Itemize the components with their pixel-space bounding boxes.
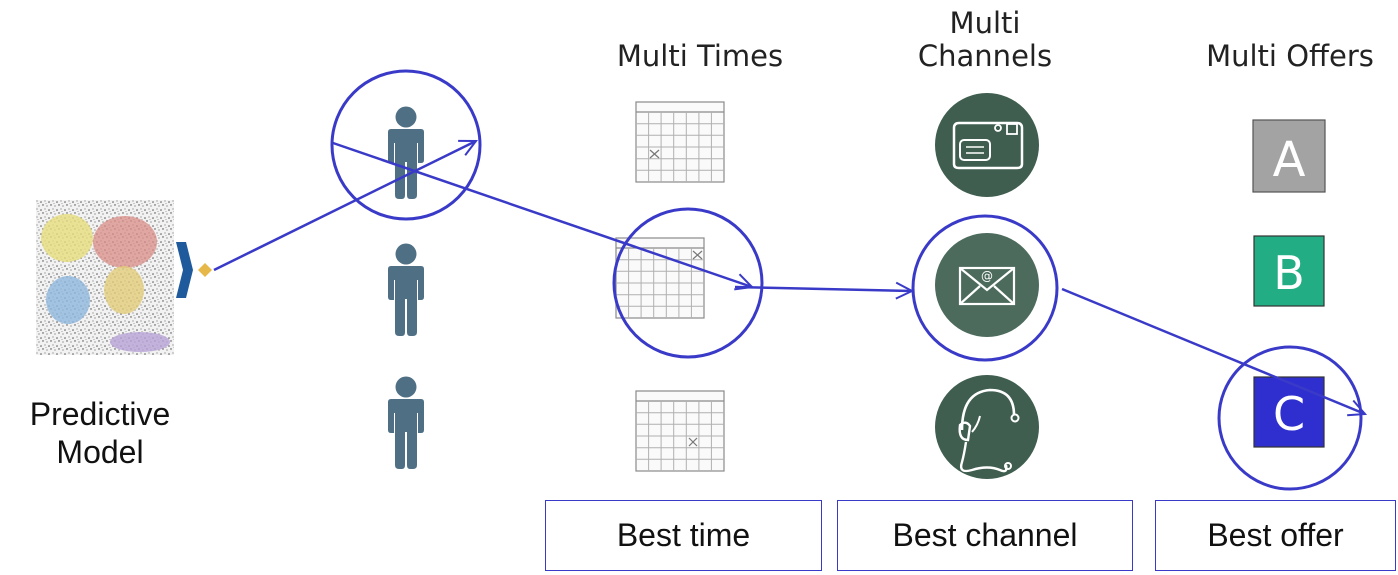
- offer-b-tile: B: [1253, 235, 1325, 307]
- channel-to-offer-arrow: [1061, 287, 1365, 414]
- multi-offers-header: Multi Offers: [1206, 39, 1374, 73]
- best-offer-box: Best offer: [1155, 500, 1396, 571]
- model-port-diamond-icon: [198, 263, 212, 277]
- email-icon: @: [935, 233, 1039, 337]
- headset-icon: [935, 375, 1039, 479]
- best-channel-box: Best channel: [837, 500, 1133, 571]
- person-icon: [388, 376, 424, 469]
- calendar-icon: [635, 101, 725, 183]
- predictive-model-label-line2: Model: [56, 434, 144, 470]
- selected-time-circle: [612, 207, 764, 359]
- selected-customer-circle: [330, 69, 482, 221]
- offer-a-tile: A: [1252, 119, 1326, 193]
- selected-offer-circle: [1217, 345, 1363, 491]
- mail-envelope-icon: [935, 93, 1039, 197]
- svg-text:B: B: [1273, 246, 1305, 300]
- calendar-icon: [615, 237, 705, 319]
- best-time-box: Best time: [545, 500, 822, 571]
- time-to-channel-arrow: [734, 287, 912, 291]
- multi-channels-header: Multi Channels: [880, 7, 1090, 73]
- calendar-icon: [635, 390, 725, 472]
- multi-channels-header-line2: Channels: [917, 39, 1053, 73]
- model-to-customer-arrow: [213, 139, 476, 272]
- svg-text:A: A: [1273, 132, 1306, 188]
- model-connector-icon: [176, 242, 193, 298]
- predictive-model-label-line1: Predictive: [29, 396, 171, 432]
- customer-to-time-arrow: [332, 141, 752, 287]
- person-icon: [388, 243, 424, 336]
- offer-c-tile: C: [1253, 376, 1325, 448]
- multi-channels-header-line1: Multi: [949, 6, 1021, 40]
- svg-text:@: @: [981, 269, 993, 283]
- person-icon: [388, 106, 424, 199]
- cluster-image: [36, 200, 174, 355]
- multi-times-header: Multi Times: [616, 39, 784, 73]
- predictive-model-label: Predictive Model: [0, 395, 200, 471]
- svg-text:C: C: [1273, 387, 1305, 441]
